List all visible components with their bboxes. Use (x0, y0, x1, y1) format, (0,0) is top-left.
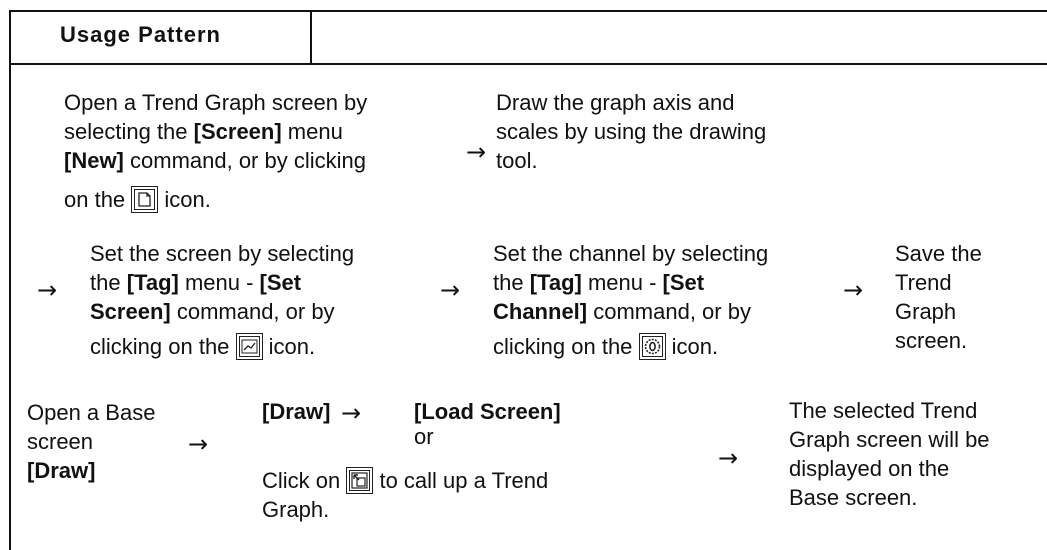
text: selecting the (64, 119, 194, 144)
text: command, or by (170, 299, 335, 324)
row2-mid-arrow: → (440, 276, 461, 304)
row2-step2-line4: clicking on the icon. (493, 332, 768, 361)
draw-label: [Draw] (27, 458, 96, 483)
row2-step1: Set the screen by selecting the [Tag] me… (90, 239, 354, 361)
text: on the (64, 187, 132, 212)
row1-step2-line2: scales by using the drawing (496, 119, 767, 144)
row3-step1: Open a Base screen [Draw] (27, 398, 155, 485)
text: menu - (178, 270, 260, 295)
screen-menu-label: [Screen] (193, 119, 282, 144)
row3-arrow2: → (341, 399, 362, 427)
header-bottom-border (9, 63, 1047, 65)
row3-step1-line3: [Draw] (27, 456, 155, 485)
row2-step2-line1: Set the channel by selecting (493, 241, 769, 266)
load-screen-icon[interactable] (346, 467, 374, 494)
row3-draw: [Draw] (262, 399, 331, 424)
row3-or: or (414, 424, 434, 449)
row1-step2-line1: Draw the graph axis and (496, 90, 735, 115)
row2-step3: Save the Trend Graph screen. (895, 239, 982, 355)
row3-result-line1: The selected Trend (789, 398, 978, 423)
tag-menu-label: [Tag] (126, 270, 179, 295)
text: icon. (665, 334, 719, 359)
row2-step1-line1: Set the screen by selecting (90, 241, 355, 266)
row1-step1-line1: Open a Trend Graph screen by (64, 90, 368, 115)
row1-step2: Draw the graph axis and scales by using … (496, 88, 766, 175)
row2-step1-line4: clicking on the icon. (90, 332, 354, 361)
row1-step2-line3: tool. (496, 148, 538, 173)
text: icon. (262, 334, 316, 359)
row1-step1-line3: [New] command, or by clicking (64, 146, 367, 175)
row2-step3-line2: Trend (895, 270, 952, 295)
row2-step2-line3: Channel] command, or by (493, 297, 768, 326)
row2-step3-line4: screen. (895, 328, 968, 353)
text: the (493, 270, 530, 295)
row3-step1-line1: Open a Base (27, 400, 156, 425)
header-title: Usage Pattern (60, 22, 221, 47)
text: menu (281, 119, 343, 144)
row1-step1: Open a Trend Graph screen by selecting t… (64, 88, 367, 214)
row2-step2-line2: the [Tag] menu - [Set (493, 268, 768, 297)
row3-result-line2: Graph screen will be (789, 427, 990, 452)
row3-arrow1: → (188, 430, 209, 458)
row2-lead-arrow: → (37, 276, 58, 304)
row3-result: The selected Trend Graph screen will be … (789, 396, 990, 512)
text: menu - (581, 270, 663, 295)
row3-result-line4: Base screen. (789, 485, 918, 510)
row2-step1-line3: Screen] command, or by (90, 297, 354, 326)
new-command-label: [New] (64, 148, 124, 173)
text: command, or by (587, 299, 751, 324)
set-screen-label: Screen] (90, 299, 171, 324)
row2-step1-line2: the [Tag] menu - [Set (90, 268, 354, 297)
set-channel-label: Channel] (493, 299, 588, 324)
row3-arrow3: → (718, 444, 739, 472)
row3-load-screen: [Load Screen] (414, 399, 561, 424)
row3-click-line1: Click on to call up a Trend (262, 466, 548, 495)
row3-step1-line2: screen (27, 429, 94, 454)
row2-step3-line1: Save the (895, 241, 982, 266)
frame-top-border (9, 10, 1047, 12)
text: command, or by clicking (123, 148, 366, 173)
row3-result-line3: displayed on the (789, 456, 950, 481)
tag-menu-label: [Tag] (529, 270, 582, 295)
frame-left-border (9, 10, 11, 550)
set-label: [Set (662, 270, 705, 295)
row2-step3-line3: Graph (895, 299, 957, 324)
new-screen-icon[interactable] (131, 186, 159, 213)
header-divider (310, 10, 312, 64)
text: the (90, 270, 127, 295)
text: icon. (158, 187, 211, 212)
text: clicking on the (493, 334, 639, 359)
row1-step1-line2: selecting the [Screen] menu (64, 117, 367, 146)
text: Click on (262, 468, 347, 493)
row3-click: Click on to call up a Trend Graph. (262, 466, 548, 524)
text: to call up a Trend (373, 468, 549, 493)
set-label: [Set (259, 270, 302, 295)
row3-click-line2: Graph. (262, 497, 330, 522)
row2-end-arrow: → (843, 276, 864, 304)
text: clicking on the (90, 334, 236, 359)
set-channel-icon[interactable] (638, 333, 666, 360)
row2-step2: Set the channel by selecting the [Tag] m… (493, 239, 768, 361)
set-screen-icon[interactable] (235, 333, 263, 360)
row1-step1-line4: on the icon. (64, 185, 367, 214)
row1-arrow: → (466, 138, 487, 166)
